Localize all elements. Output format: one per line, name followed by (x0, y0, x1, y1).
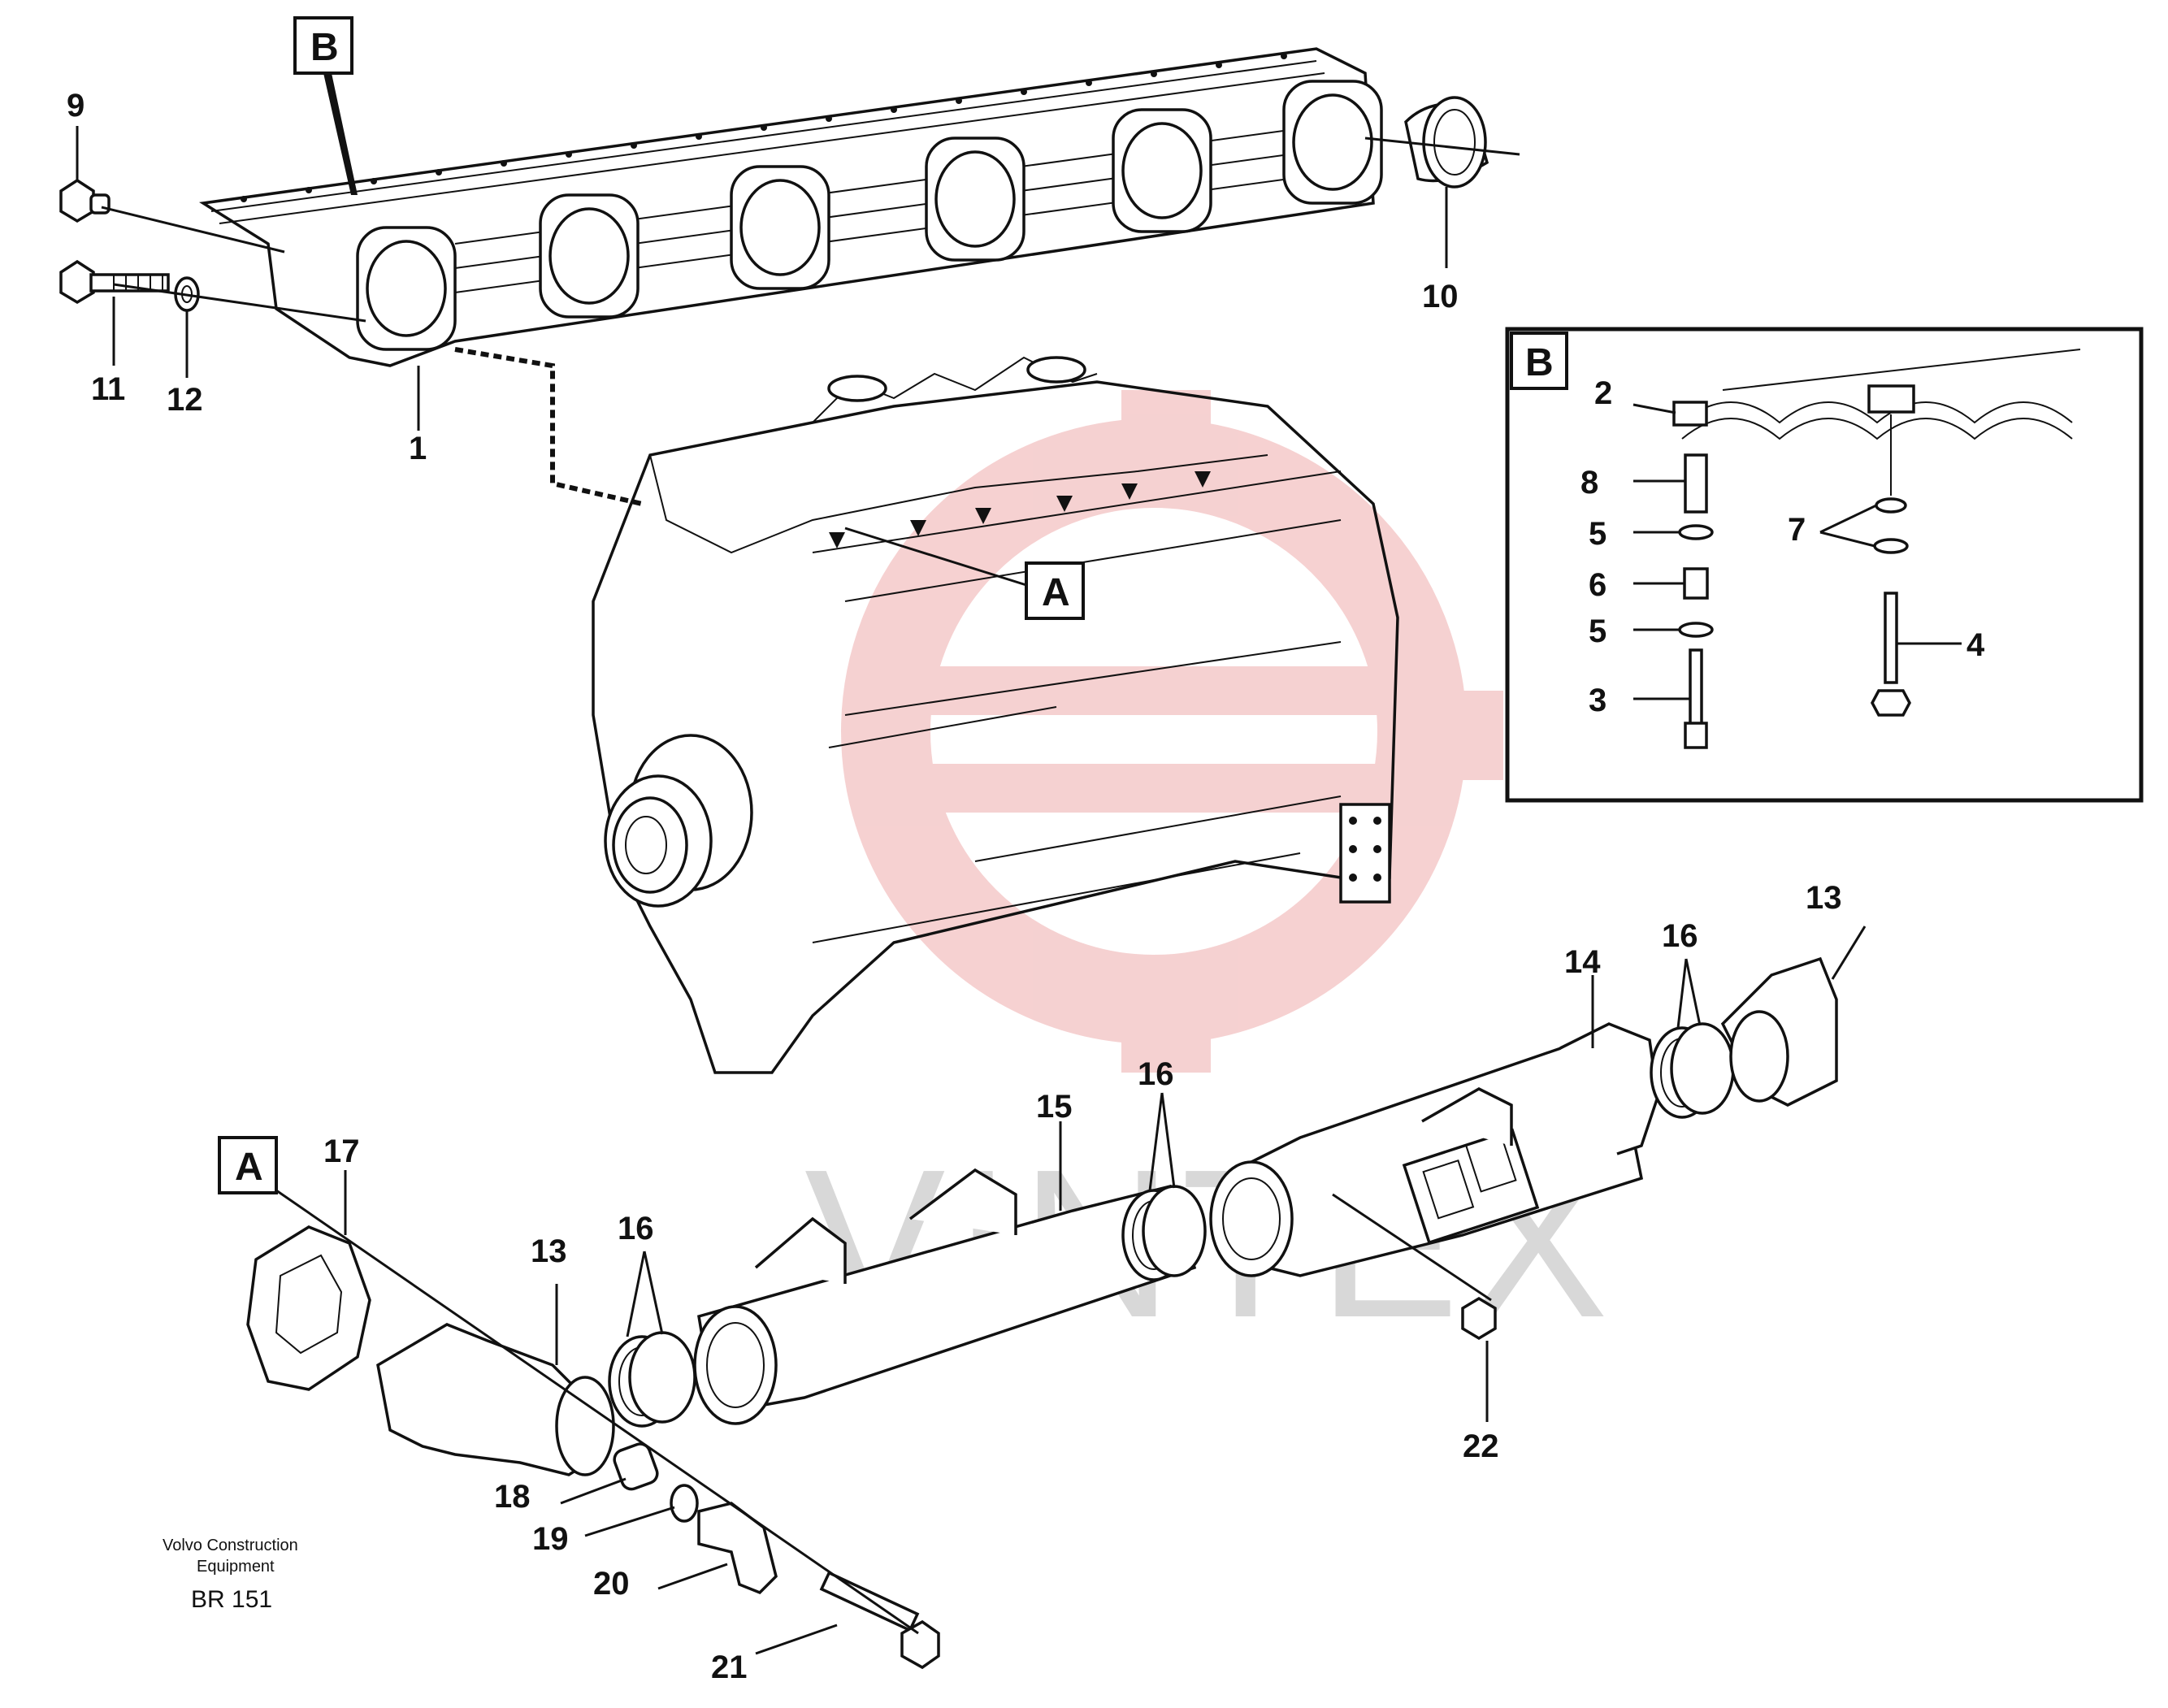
callout-18: 18 (494, 1479, 531, 1515)
callout-5b: 5 (1589, 613, 1606, 649)
exhaust-manifold (198, 47, 1383, 367)
engine-block (592, 356, 1399, 1074)
part-9-nut (59, 178, 111, 223)
caption-line-1: Volvo Construction (163, 1537, 298, 1554)
part-11-bolt (59, 259, 170, 305)
callout-13-left: 13 (531, 1233, 567, 1269)
marker-a-bottom (218, 1136, 278, 1194)
marker-b-top-letter: B (310, 26, 339, 69)
marker-b-top (293, 16, 358, 195)
callout-17: 17 (323, 1134, 360, 1169)
callout-15: 15 (1036, 1089, 1073, 1125)
callout-11: 11 (91, 371, 125, 407)
callout-16-right: 16 (1662, 918, 1698, 954)
callout-10: 10 (1422, 279, 1459, 314)
callout-9: 9 (67, 88, 85, 124)
callout-3: 3 (1589, 683, 1606, 718)
callout-1: 1 (409, 431, 427, 466)
caption: Volvo Construction Equipment BR 151 (163, 1537, 298, 1613)
callout-2: 2 (1594, 375, 1612, 411)
callout-14: 14 (1564, 944, 1601, 980)
callout-22: 22 (1463, 1428, 1499, 1464)
leader-lines (76, 126, 1962, 1655)
callout-19: 19 (532, 1521, 569, 1557)
callout-8: 8 (1580, 465, 1598, 501)
callout-16-middle: 16 (1138, 1056, 1174, 1092)
marker-b-inset-letter: B (1525, 341, 1554, 384)
link-manifold-engine (454, 347, 643, 506)
marker-a-engine (1025, 561, 1085, 620)
watermark-logo (841, 390, 1503, 1073)
marker-a-bottom-letter: A (235, 1146, 263, 1189)
marker-a-engine-letter: A (1042, 571, 1070, 614)
callout-21: 21 (711, 1649, 748, 1685)
callouts: 9 11 12 1 10 2 8 5 6 5 3 7 4 13 14 16 15… (67, 88, 1985, 1685)
manifold-ports (356, 80, 1383, 351)
inset-detail-b (1505, 327, 2144, 803)
callout-4: 4 (1966, 627, 1985, 663)
caption-code: BR 151 (191, 1586, 272, 1613)
caption-line-2: Equipment (197, 1558, 275, 1576)
callout-13-right: 13 (1806, 880, 1842, 916)
callout-12: 12 (167, 382, 203, 418)
callout-20: 20 (593, 1566, 630, 1602)
callout-7: 7 (1788, 512, 1806, 548)
leader-a-engine (844, 527, 1027, 587)
callout-5a: 5 (1589, 516, 1606, 552)
callout-16-left: 16 (618, 1211, 654, 1246)
callout-6: 6 (1589, 567, 1606, 603)
part-10-sleeve (1404, 96, 1489, 189)
lower-manifold (246, 956, 1838, 1670)
detail-marker-letters: B B A A (235, 26, 1554, 1189)
